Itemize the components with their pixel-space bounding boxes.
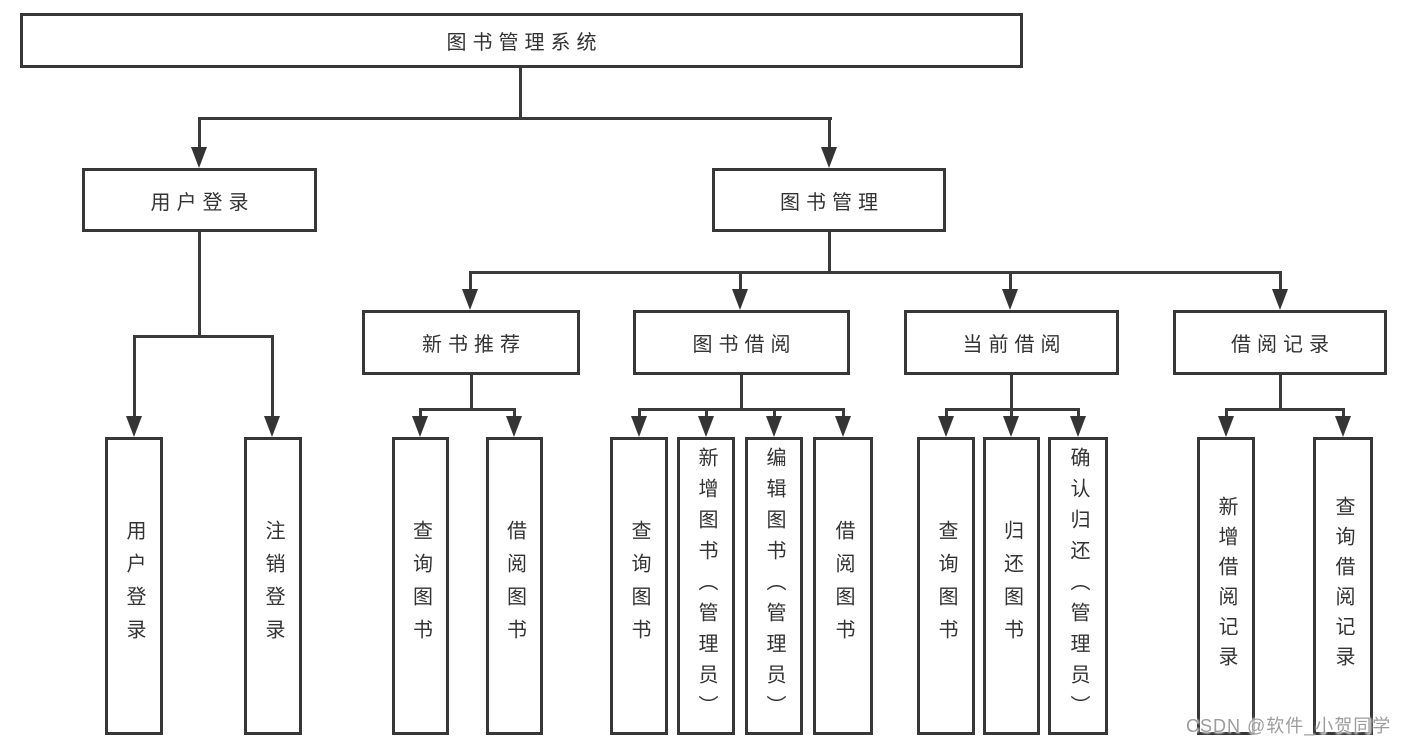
connector-drop	[1077, 408, 1080, 420]
arrow-down-icon	[1335, 416, 1351, 437]
connector-drop	[945, 408, 948, 420]
connector-level3-bar	[469, 271, 1282, 274]
node-label: 用户登录	[150, 191, 255, 214]
node-label: 新增图书（管理员）	[695, 446, 717, 726]
arrow-down-icon	[462, 289, 478, 310]
node-label: 归还图书	[1000, 520, 1023, 652]
node-label: 新增借阅记录	[1215, 496, 1237, 676]
connector-drop	[513, 408, 516, 420]
arrow-down-icon	[1003, 416, 1019, 437]
connector-new-book-recommend-bar	[419, 408, 516, 411]
watermark-text: CSDN @软件_小贺同学	[1186, 716, 1392, 736]
arrow-down-icon	[821, 147, 837, 168]
node-label: 图书管理系统	[446, 32, 603, 54]
arrow-down-icon	[126, 416, 142, 437]
node-leaf-confirm-return-admin: 确认归还（管理员）	[1048, 437, 1108, 735]
node-label: 查询图书	[935, 520, 957, 652]
connector-book-borrow-bar	[638, 408, 845, 411]
connector-drop	[1010, 408, 1013, 420]
node-label: 查询图书	[409, 520, 432, 652]
arrow-down-icon	[1070, 416, 1086, 437]
node-label: 借阅记录	[1231, 334, 1335, 356]
arrow-down-icon	[264, 416, 280, 437]
node-book-borrow: 图书借阅	[633, 310, 850, 375]
connector-drop-book-borrow	[739, 271, 742, 293]
connector-drop	[705, 408, 708, 420]
node-leaf-borrow-books-bb: 借阅图书	[813, 437, 873, 735]
arrow-down-icon	[631, 416, 647, 437]
arrow-down-icon	[698, 416, 714, 437]
connector-drop	[773, 408, 776, 420]
connector-drop-book-management	[828, 117, 831, 150]
node-label: 查询借阅记录	[1332, 496, 1354, 676]
connector-drop-new-book-recommend	[469, 271, 472, 293]
arrow-down-icon	[191, 147, 207, 168]
node-label: 编辑图书（管理员）	[763, 446, 785, 726]
node-user-login: 用户登录	[82, 168, 317, 232]
arrow-down-icon	[1272, 289, 1288, 310]
arrow-down-icon	[766, 416, 782, 437]
node-leaf-query-books-bb: 查询图书	[610, 437, 668, 735]
node-leaf-query-books-cb: 查询图书	[917, 437, 975, 735]
connector-drop	[419, 408, 422, 420]
node-leaf-logout: 注销登录	[244, 437, 302, 735]
arrow-down-icon	[412, 416, 428, 437]
connector-book-borrow-stem	[740, 375, 743, 410]
connector-drop-user-login	[198, 117, 201, 150]
connector-drop	[1342, 408, 1345, 420]
node-leaf-add-borrow-record: 新增借阅记录	[1197, 437, 1255, 735]
node-label: 借阅图书	[832, 520, 854, 652]
connector-drop-borrow-records	[1279, 271, 1282, 293]
connector-drop	[1225, 408, 1228, 420]
connector-drop	[842, 408, 845, 420]
node-leaf-user-login: 用户登录	[105, 437, 163, 735]
connector-user-login-bar	[133, 335, 274, 338]
node-label: 用户登录	[123, 520, 145, 652]
connector-drop-leaf-user-login	[133, 335, 136, 417]
node-book-management: 图书管理	[712, 168, 946, 232]
node-label: 查询图书	[628, 520, 650, 652]
node-leaf-query-borrow-record: 查询借阅记录	[1313, 437, 1373, 735]
node-label: 注销登录	[262, 520, 284, 652]
connector-current-borrow-stem	[1010, 375, 1013, 410]
node-root: 图书管理系统	[20, 13, 1023, 68]
arrow-down-icon	[506, 416, 522, 437]
arrow-down-icon	[732, 289, 748, 310]
connector-new-book-recommend-stem	[470, 375, 473, 410]
node-leaf-borrow-books-rec: 借阅图书	[486, 437, 543, 735]
node-leaf-edit-books-admin: 编辑图书（管理员）	[745, 437, 803, 735]
arrow-down-icon	[1002, 289, 1018, 310]
connector-drop-current-borrow	[1009, 271, 1012, 293]
arrow-down-icon	[938, 416, 954, 437]
connector-borrow-records-stem	[1279, 375, 1282, 410]
connector-drop	[638, 408, 641, 420]
connector-drop-leaf-logout	[271, 335, 274, 417]
node-current-borrow: 当前借阅	[904, 310, 1119, 375]
node-borrow-records: 借阅记录	[1173, 310, 1387, 375]
node-leaf-return-books: 归还图书	[983, 437, 1040, 735]
node-new-book-recommend: 新书推荐	[362, 310, 580, 375]
connector-book-management-stem	[828, 232, 831, 274]
node-leaf-add-books-admin: 新增图书（管理员）	[677, 437, 735, 735]
connector-user-login-stem	[198, 232, 201, 337]
node-label: 确认归还（管理员）	[1067, 446, 1089, 726]
arrow-down-icon	[1218, 416, 1234, 437]
node-label: 图书借阅	[692, 334, 797, 356]
node-label: 图书管理	[780, 191, 884, 214]
node-label: 借阅图书	[503, 520, 526, 652]
node-label: 新书推荐	[422, 334, 526, 356]
connector-root-stem	[519, 68, 522, 119]
connector-level2-bar	[198, 117, 832, 120]
connector-borrow-records-bar	[1225, 408, 1345, 411]
arrow-down-icon	[835, 416, 851, 437]
node-leaf-query-books-rec: 查询图书	[392, 437, 449, 735]
node-label: 当前借阅	[962, 334, 1067, 356]
